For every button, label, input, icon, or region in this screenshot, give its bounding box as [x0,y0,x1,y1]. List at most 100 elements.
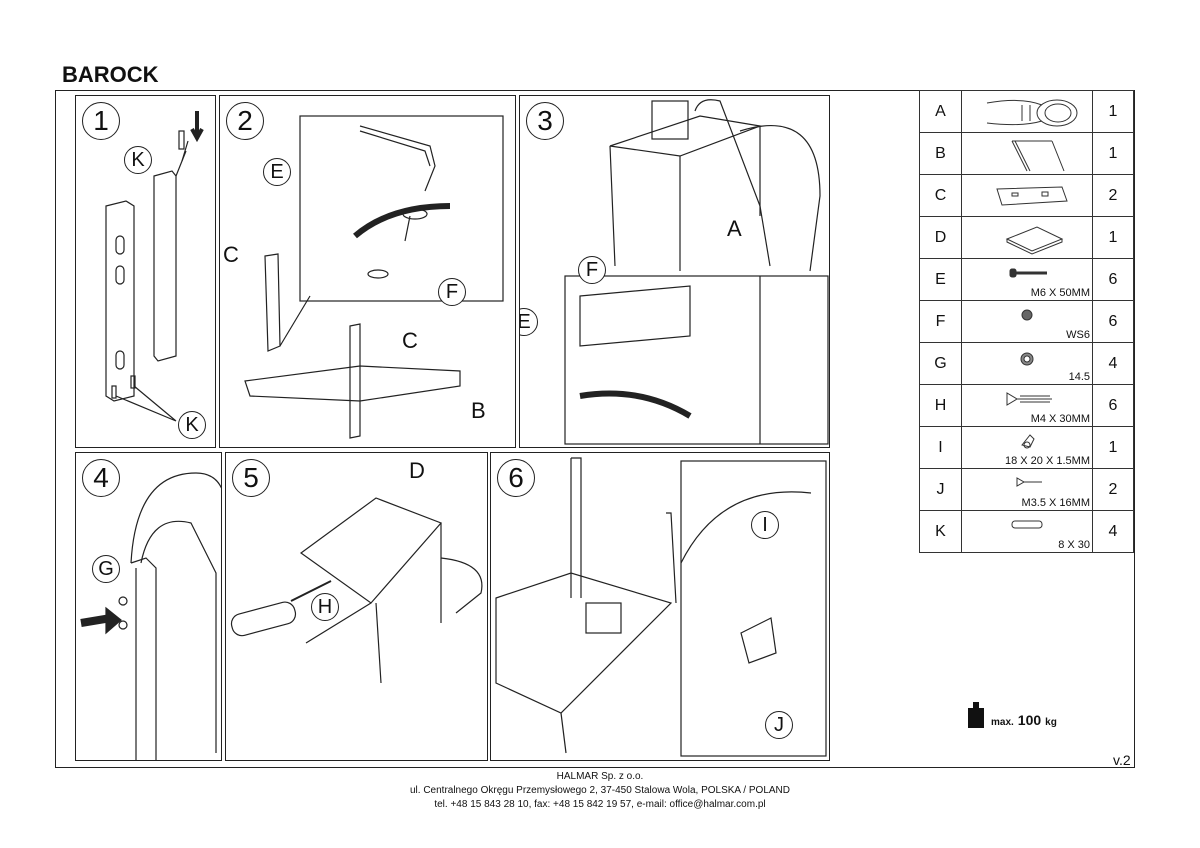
step-number: 4 [82,459,120,497]
chair-back-assembly-illustration [564,99,829,445]
part-row: A 1 [919,90,1134,133]
side-rail-illustration [105,111,204,422]
part-a-icon [986,99,1078,127]
part-f-icon [1021,309,1033,321]
part-quantity: 4 [1092,342,1134,385]
part-row: F WS6 6 [919,300,1134,343]
part-row: K 8 X 30 4 [919,510,1134,553]
part-label-b: B [471,398,486,423]
max-load-indicator: max. 100 kg [965,700,1057,728]
glide-insertion-illustration [80,472,221,760]
part-dimension: M4 X 30MM [1030,413,1090,425]
part-c-icon [996,186,1068,206]
part-row: C 2 [919,174,1134,217]
step-number: 5 [232,459,270,497]
instruction-frame [55,90,1135,768]
part-row: G 14.5 4 [919,342,1134,385]
part-j-icon [1016,477,1042,487]
part-id: C [919,174,962,217]
seat-attachment-illustration [230,497,483,684]
part-label-c: C [402,328,418,353]
part-image-cell: M4 X 30MM [961,384,1093,427]
part-dimension: WS6 [1066,329,1090,341]
part-dimension: 8 X 30 [1058,539,1090,551]
part-row: J M3.5 X 16MM 2 [919,468,1134,511]
part-id: A [919,90,962,133]
version-label: v.2 [1113,752,1131,768]
part-label-e: E [263,158,291,186]
part-row: D 1 [919,216,1134,259]
part-row: H M4 X 30MM 6 [919,384,1134,427]
part-row: E M6 X 50MM 6 [919,258,1134,301]
part-b-icon [1011,140,1065,172]
part-quantity: 2 [1092,468,1134,511]
part-row: B 1 [919,132,1134,175]
part-dimension: M3.5 X 16MM [1021,497,1090,509]
part-id: B [919,132,962,175]
part-label-k: K [124,146,152,174]
part-id: G [919,342,962,385]
part-label-c: C [223,242,239,267]
part-label-g: G [92,555,120,583]
step-1-panel: 1 K K [75,95,216,448]
step-number: 1 [82,102,120,140]
company-name: HALMAR Sp. z o.o. [556,771,644,782]
step-3-panel: 3 A F E [519,95,830,448]
part-quantity: 6 [1092,300,1134,343]
part-dimension: 18 X 20 X 1.5MM [1005,455,1090,467]
part-h-icon [1006,392,1052,406]
max-load-value: 100 [1017,712,1042,728]
part-quantity: 1 [1092,90,1134,133]
part-image-cell [961,132,1093,175]
step-4-panel: 4 G [75,452,222,761]
part-quantity: 1 [1092,426,1134,469]
part-id: D [919,216,962,259]
bracket-attachment-illustration [495,457,827,757]
part-label-f: F [438,278,466,306]
footer: HALMAR Sp. z o.o. ul. Centralnego Okręgu… [0,770,1200,812]
part-label-i: I [751,511,779,539]
part-image-cell: 8 X 30 [961,510,1093,553]
part-id: F [919,300,962,343]
company-contact: tel. +48 15 843 28 10, fax: +48 15 842 1… [434,799,766,810]
company-address: ul. Centralnego Okręgu Przemysłowego 2, … [409,785,790,796]
part-d-icon [1005,226,1064,255]
part-quantity: 1 [1092,132,1134,175]
part-label-k: K [178,411,206,439]
part-label-d: D [409,458,425,483]
max-load-prefix: max. [991,717,1014,728]
part-id: I [919,426,962,469]
part-quantity: 1 [1092,216,1134,259]
part-id: K [919,510,962,553]
frame-assembly-illustration [244,115,504,439]
document-title: BAROCK [62,62,159,87]
part-id: J [919,468,962,511]
step-number: 6 [497,459,535,497]
part-image-cell [961,174,1093,217]
max-load-unit: kg [1045,717,1057,728]
part-image-cell: 18 X 20 X 1.5MM [961,426,1093,469]
part-i-icon [1021,434,1035,449]
step-number: 3 [526,102,564,140]
part-label-j: J [765,711,793,739]
part-quantity: 6 [1092,258,1134,301]
step-2-panel: 2 E F C C B [219,95,516,448]
part-quantity: 4 [1092,510,1134,553]
part-g-icon [1020,352,1034,366]
part-image-cell: M6 X 50MM [961,258,1093,301]
part-dimension: M6 X 50MM [1030,287,1090,299]
part-quantity: 2 [1092,174,1134,217]
step-6-panel: 6 I J [490,452,830,761]
part-quantity: 6 [1092,384,1134,427]
part-image-cell [961,90,1093,133]
part-e-icon [1009,268,1047,278]
part-image-cell: WS6 [961,300,1093,343]
part-image-cell: M3.5 X 16MM [961,468,1093,511]
part-id: H [919,384,962,427]
step-5-panel: 5 D H [225,452,488,761]
step-number: 2 [226,102,264,140]
part-dimension: 14.5 [1068,371,1090,383]
weight-icon [968,702,984,728]
part-row: I 18 X 20 X 1.5MM 1 [919,426,1134,469]
